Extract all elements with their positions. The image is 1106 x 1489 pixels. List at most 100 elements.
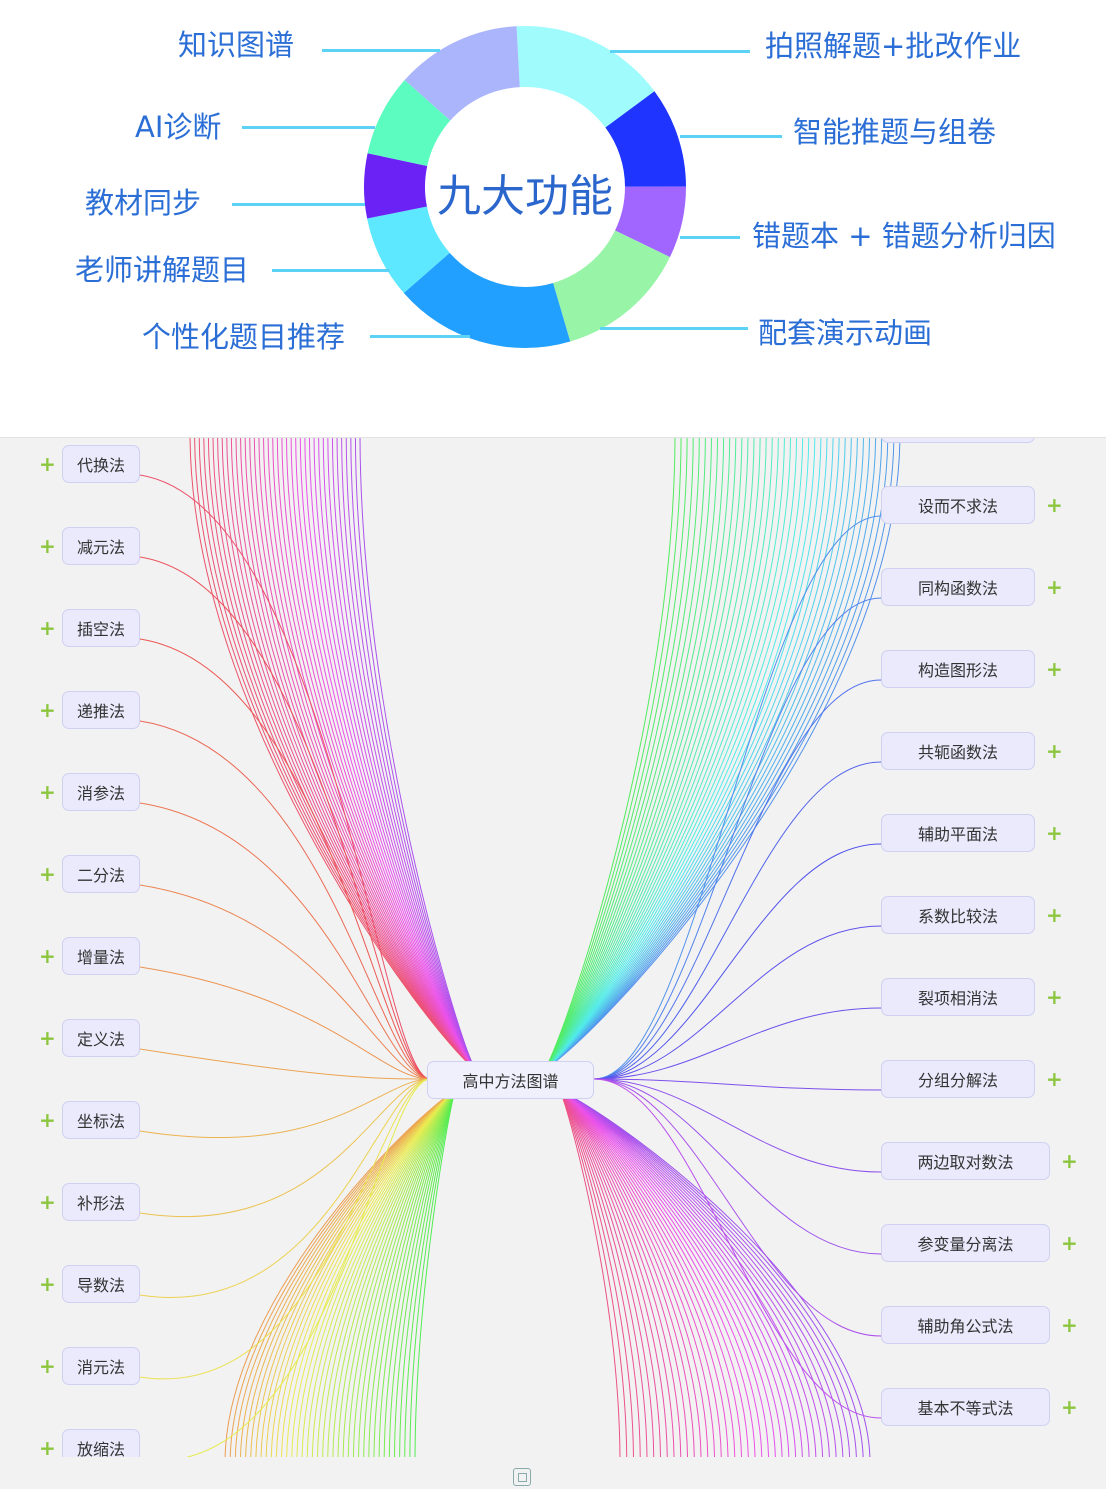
mindmap-node[interactable]: 基本不等式法 <box>881 1388 1050 1426</box>
branch-line <box>593 843 882 1080</box>
expand-plus-icon[interactable]: + <box>39 616 56 640</box>
branch-line <box>139 1078 431 1139</box>
expand-plus-icon[interactable]: + <box>39 698 56 722</box>
feature-label: 老师讲解题目 <box>75 253 250 287</box>
branch-line <box>559 1090 837 1457</box>
branch-line <box>559 1090 749 1457</box>
expand-plus-icon[interactable]: + <box>1061 1313 1078 1337</box>
branch-line <box>593 925 882 1080</box>
mindmap-node[interactable]: 辅助角公式法 <box>881 1306 1050 1344</box>
feature-label: 个性化题目推荐 <box>142 320 346 354</box>
donut-center-title: 九大功能 <box>437 171 613 222</box>
expand-plus-icon[interactable]: + <box>39 1026 56 1050</box>
expand-plus-icon[interactable]: + <box>39 452 56 476</box>
mindmap-node[interactable]: 增量法 <box>62 937 140 975</box>
leader-line <box>322 49 440 52</box>
branch-line <box>139 884 431 1080</box>
donut-slice <box>615 186 686 258</box>
mindmap-root-node[interactable]: 高中方法图谱 <box>427 1061 594 1099</box>
mindmap-node[interactable]: 参变量分离法 <box>881 1224 1050 1262</box>
expand-plus-icon[interactable]: + <box>39 780 56 804</box>
branch-line <box>544 438 706 1070</box>
expand-plus-icon[interactable]: + <box>1046 739 1063 763</box>
mindmap-node[interactable]: 消参法 <box>62 773 140 811</box>
expand-plus-icon[interactable]: + <box>39 534 56 558</box>
donut-slice <box>367 80 451 167</box>
branch-line <box>559 1090 628 1457</box>
donut-chart <box>363 26 686 348</box>
branch-line <box>544 438 870 1070</box>
mindmap-node[interactable]: 消元法 <box>62 1347 140 1385</box>
branch-line <box>139 638 431 1080</box>
branch-line <box>559 1090 621 1457</box>
expand-plus-icon[interactable]: + <box>1061 1149 1078 1173</box>
expand-plus-icon[interactable]: + <box>1046 821 1063 845</box>
expand-plus-icon[interactable]: + <box>1046 493 1063 517</box>
branch-line <box>139 474 431 1080</box>
leader-line <box>232 203 365 206</box>
expand-plus-icon[interactable]: + <box>1046 985 1063 1009</box>
expand-plus-icon[interactable]: + <box>1046 1067 1063 1091</box>
feature-label: 教材同步 <box>85 186 202 220</box>
branch-line <box>139 966 431 1080</box>
mindmap-node[interactable] <box>881 438 1035 443</box>
leader-line <box>610 50 750 53</box>
mindmap-node[interactable]: 二分法 <box>62 855 140 893</box>
mindmap-node[interactable]: 插空法 <box>62 609 140 647</box>
branch-line <box>304 438 476 1070</box>
feature-label: AI诊断 <box>135 110 222 144</box>
branch-line <box>593 1078 882 1173</box>
branch-line <box>559 1090 634 1457</box>
branch-line <box>593 1078 882 1337</box>
expand-plus-icon[interactable]: + <box>39 1436 56 1457</box>
mindmap-node[interactable]: 定义法 <box>62 1019 140 1057</box>
mindmap-node[interactable]: 辅助平面法 <box>881 814 1035 852</box>
expand-plus-icon[interactable]: + <box>39 1108 56 1132</box>
mindmap-node[interactable]: 同构函数法 <box>881 568 1035 606</box>
mindmap-branches <box>139 438 901 1457</box>
leader-line <box>370 335 470 338</box>
mindmap-node[interactable]: 补形法 <box>62 1183 140 1221</box>
branch-line <box>593 1078 882 1419</box>
mindmap-node[interactable]: 共轭函数法 <box>881 732 1035 770</box>
branch-line <box>139 1078 431 1380</box>
leader-line <box>680 236 740 239</box>
expand-plus-icon[interactable]: + <box>39 1354 56 1378</box>
mindmap-canvas[interactable]: 代换法+减元法+插空法+递推法+消参法+二分法+增量法+定义法+坐标法+补形法+… <box>0 437 1106 1489</box>
mindmap-node[interactable]: 坐标法 <box>62 1101 140 1139</box>
mindmap-node[interactable]: 设而不求法 <box>881 486 1035 524</box>
expand-plus-icon[interactable]: + <box>1046 903 1063 927</box>
expand-plus-icon[interactable]: + <box>1046 575 1063 599</box>
mindmap-node[interactable]: 构造图形法 <box>881 650 1035 688</box>
expand-plus-icon[interactable]: + <box>39 944 56 968</box>
branch-line <box>139 1078 431 1298</box>
feature-label: 错题本 + 错题分析归因 <box>752 219 1056 253</box>
mindmap-node[interactable]: 代换法 <box>62 445 140 483</box>
branch-line <box>311 1090 456 1457</box>
branch-line <box>593 597 882 1080</box>
mindmap-node[interactable]: 放缩法 <box>62 1429 140 1457</box>
expand-plus-icon[interactable]: + <box>39 862 56 886</box>
donut-slice <box>404 26 520 121</box>
leader-line <box>600 327 748 330</box>
mindmap-node[interactable]: 两边取对数法 <box>881 1142 1050 1180</box>
mindmap-node[interactable]: 导数法 <box>62 1265 140 1303</box>
expand-plus-icon[interactable]: + <box>1061 1395 1078 1419</box>
branch-line <box>544 438 767 1070</box>
mindmap-node[interactable]: 裂项相消法 <box>881 978 1035 1016</box>
mindmap-node[interactable]: 系数比较法 <box>881 896 1035 934</box>
branch-line <box>255 1090 456 1457</box>
mindmap-node[interactable]: 递推法 <box>62 691 140 729</box>
branch-line <box>593 1007 882 1080</box>
feature-donut-section: 九大功能 拍照解题+批改作业智能推题与组卷错题本 + 错题分析归因配套演示动画个… <box>0 0 1106 437</box>
donut-slice <box>363 153 428 219</box>
mindmap-node[interactable]: 分组分解法 <box>881 1060 1035 1098</box>
mindmap-node[interactable]: 减元法 <box>62 527 140 565</box>
expand-plus-icon[interactable]: + <box>1061 1231 1078 1255</box>
expand-plus-icon[interactable]: + <box>1046 657 1063 681</box>
branch-line <box>593 761 882 1080</box>
donut-slice <box>605 91 686 187</box>
expand-plus-icon[interactable]: + <box>39 1272 56 1296</box>
expand-plus-icon[interactable]: + <box>39 1190 56 1214</box>
fullscreen-icon[interactable] <box>513 1468 531 1486</box>
